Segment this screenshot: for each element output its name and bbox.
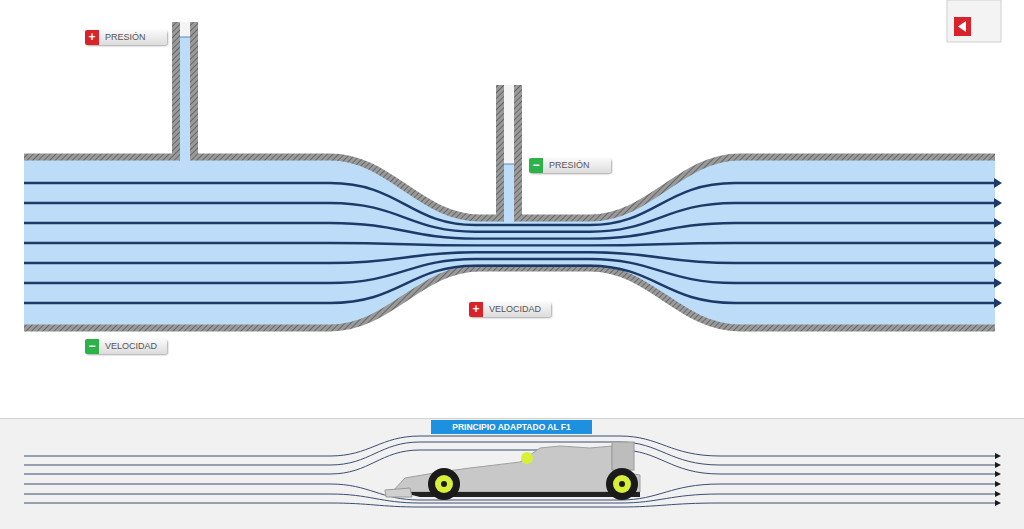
water-column — [180, 37, 190, 162]
water-level — [504, 164, 514, 165]
back-button — [947, 0, 1001, 42]
pressure-badge: +PRESIÓN — [85, 30, 167, 45]
streamline-arrow — [994, 258, 1002, 268]
streamline-arrow — [995, 462, 1001, 468]
pressure-badge: −PRESIÓN — [529, 158, 611, 173]
sign-icon: − — [85, 339, 99, 354]
streamline-arrow — [995, 491, 1001, 497]
streamline-arrow — [995, 453, 1001, 459]
f1-car — [385, 442, 640, 500]
badge-text: VELOCIDAD — [99, 339, 157, 354]
streamline-arrow — [994, 178, 1002, 188]
streamline — [24, 223, 994, 239]
streamline — [24, 243, 994, 245]
tube-inner — [504, 85, 514, 225]
sign-icon: + — [469, 302, 483, 317]
panel-border — [0, 418, 1024, 419]
sign-icon: + — [85, 30, 99, 45]
banner-text: PRINCIPIO ADAPTADO AL F1 — [452, 420, 571, 434]
upper-wall — [24, 157, 995, 218]
car-streamline — [24, 442, 995, 465]
car-streamline — [24, 436, 995, 456]
badge-text: VELOCIDAD — [483, 302, 541, 317]
back-arrow — [958, 21, 966, 32]
streamline-arrow — [994, 238, 1002, 248]
streamline-arrow — [994, 278, 1002, 288]
car-streamline — [24, 503, 995, 507]
streamline-arrow — [995, 481, 1001, 487]
streamline — [24, 266, 994, 303]
velocity-badge: −VELOCIDAD — [85, 339, 167, 354]
streamline — [24, 252, 994, 263]
velocity-badge: +VELOCIDAD — [469, 302, 551, 317]
streamline-arrow — [995, 500, 1001, 506]
tube-inner — [180, 22, 190, 162]
streamline-arrow — [994, 198, 1002, 208]
water-level — [180, 37, 190, 38]
title-banner: PRINCIPIO ADAPTADO AL F1 — [431, 420, 592, 434]
badge-text: PRESIÓN — [99, 30, 146, 45]
back-icon — [954, 17, 971, 36]
water-column — [504, 164, 514, 225]
sign-icon: − — [529, 158, 543, 173]
badge-text: PRESIÓN — [543, 158, 590, 173]
streamline-arrow — [994, 298, 1002, 308]
streamline-arrow — [994, 218, 1002, 228]
bottom-panel — [0, 418, 1024, 529]
fluid — [24, 160, 995, 325]
lower-wall — [24, 268, 995, 328]
streamline-arrow — [995, 471, 1001, 477]
streamline — [24, 203, 994, 232]
streamline — [24, 259, 994, 283]
